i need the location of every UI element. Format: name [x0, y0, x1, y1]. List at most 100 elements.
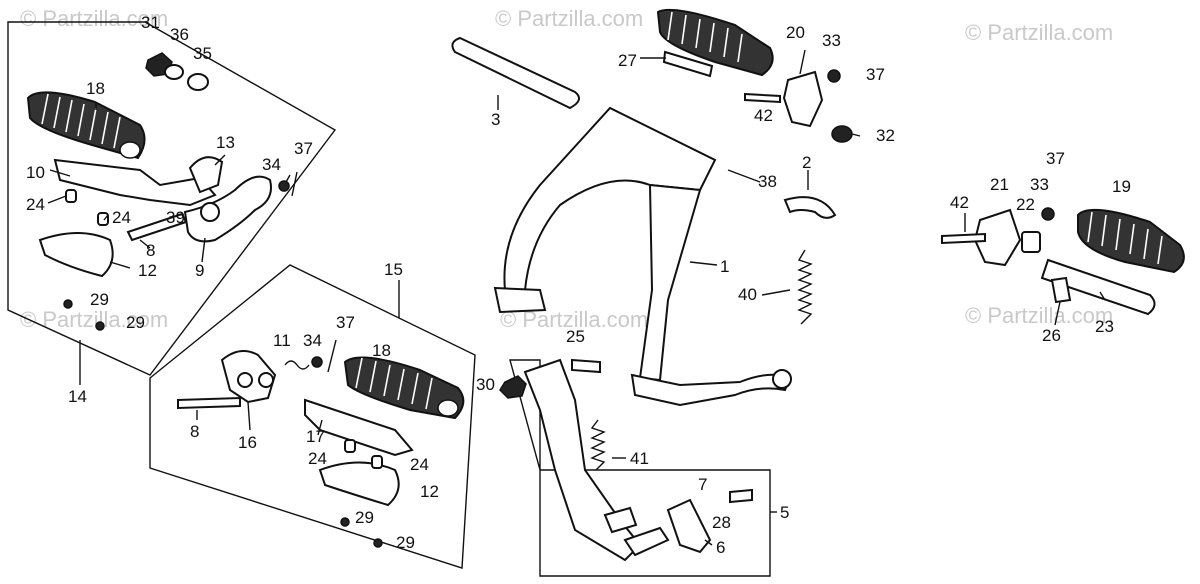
- bracket-hole: [258, 372, 274, 388]
- callout-16: 16: [238, 433, 257, 452]
- main-stand-upper: [503, 106, 717, 291]
- spring-11: [284, 360, 310, 370]
- callout-24: 24: [308, 449, 327, 468]
- callout-29: 29: [90, 290, 109, 309]
- bolt-42: [941, 232, 986, 245]
- callout-20: 20: [786, 23, 805, 42]
- callout-13: 13: [216, 133, 235, 152]
- callout-28: 28: [712, 513, 731, 532]
- stopper-2: [783, 196, 837, 219]
- bolt-25: [571, 358, 601, 374]
- bolt-28: [729, 488, 753, 504]
- footpeg-rubber: [656, 8, 774, 77]
- callout-40: 40: [738, 285, 757, 304]
- callout-37: 37: [1046, 149, 1065, 168]
- washer-39: [200, 202, 220, 222]
- watermark: © Partzilla.com: [965, 303, 1113, 328]
- callout-18: 18: [372, 341, 391, 360]
- main-stand-foot-right: [630, 373, 792, 407]
- callout-24: 24: [410, 455, 429, 474]
- callout-24: 24: [26, 195, 45, 214]
- rubber-12: [38, 232, 114, 278]
- stand-pedal-tip: [772, 369, 792, 389]
- nut-30: [499, 375, 527, 399]
- collar-24: [344, 439, 356, 453]
- callout-24: 24: [112, 208, 131, 227]
- callout-2: 2: [802, 153, 811, 172]
- main-stand-leg: [638, 183, 702, 382]
- footpeg-arm-9: [183, 175, 272, 243]
- callout-21: 21: [990, 175, 1009, 194]
- callout-10: 10: [26, 163, 45, 182]
- washer-22: [1021, 231, 1041, 253]
- main-stand-foot-left: [493, 286, 547, 314]
- pin-8: [126, 212, 188, 242]
- front-footrest-assembly-left: [7, 21, 337, 376]
- cotter-pin-37: [327, 339, 337, 373]
- bolt-29: [373, 538, 383, 548]
- leader-lines: [47, 49, 1106, 546]
- nut-32: [831, 125, 853, 143]
- callout-8: 8: [146, 241, 155, 260]
- collar-24: [97, 212, 109, 226]
- bolt-29: [63, 299, 73, 309]
- side-stand-bar: [523, 358, 642, 562]
- footpeg-bar-10: [53, 158, 217, 207]
- callout-29: 29: [396, 533, 415, 552]
- main-stand-1: [451, 36, 837, 407]
- callout-6: 6: [716, 538, 725, 557]
- callout-37: 37: [866, 65, 885, 84]
- callout-37: 37: [336, 313, 355, 332]
- callout-33: 33: [1030, 175, 1049, 194]
- callout-12: 12: [138, 261, 157, 280]
- callout-27: 27: [618, 51, 637, 70]
- callout-labels: 31 36 35 18 13 34 37 10 24 24 39 8 12 9 …: [26, 13, 1131, 557]
- bolt-29: [95, 321, 105, 331]
- side-stand-pad: [603, 506, 638, 534]
- bracket-6: [666, 498, 712, 554]
- watermark: © Partzilla.com: [495, 6, 643, 31]
- cotter-pin-38: [727, 169, 761, 183]
- callout-18: 18: [86, 79, 105, 98]
- callout-25: 25: [566, 327, 585, 346]
- bolt-29: [340, 517, 350, 527]
- washer-35: [187, 73, 209, 91]
- footpeg-rubber-19: [1077, 208, 1185, 274]
- callout-11: 11: [273, 331, 291, 350]
- collar-24: [65, 189, 77, 203]
- washer-36: [164, 64, 184, 80]
- watermark: © Partzilla.com: [965, 20, 1113, 45]
- nut-33: [1041, 207, 1055, 221]
- assembly-outline-14: [7, 21, 337, 376]
- callout-19: 19: [1112, 177, 1131, 196]
- watermark: © Partzilla.com: [20, 6, 168, 31]
- callout-15: 15: [384, 260, 403, 279]
- callout-35: 35: [193, 44, 212, 63]
- callout-1: 1: [720, 257, 729, 276]
- callout-33: 33: [822, 31, 841, 50]
- bracket-hole: [237, 372, 253, 388]
- bolt-26: [1050, 276, 1072, 304]
- callout-17: 17: [306, 427, 325, 446]
- callout-8: 8: [190, 422, 199, 441]
- callout-30: 30: [476, 375, 495, 394]
- spring-41: [590, 419, 606, 471]
- footpeg-pin-23: [1040, 258, 1156, 316]
- collar-24: [371, 455, 383, 469]
- callout-14: 14: [68, 387, 87, 406]
- spring-40: [797, 249, 813, 325]
- callout-38: 38: [758, 172, 777, 191]
- callout-34: 34: [262, 155, 281, 174]
- footpeg-rubber-18: [343, 356, 465, 420]
- pin-8: [177, 396, 241, 410]
- callout-23: 23: [1095, 317, 1114, 336]
- rear-footrest-right: [656, 8, 853, 143]
- callout-42: 42: [950, 193, 969, 212]
- callout-34: 34: [303, 331, 322, 350]
- callout-42: 42: [754, 106, 773, 125]
- callout-26: 26: [1042, 326, 1061, 345]
- bolt-42: [744, 92, 781, 104]
- side-stand-foot: [623, 526, 670, 557]
- callout-3: 3: [491, 110, 500, 129]
